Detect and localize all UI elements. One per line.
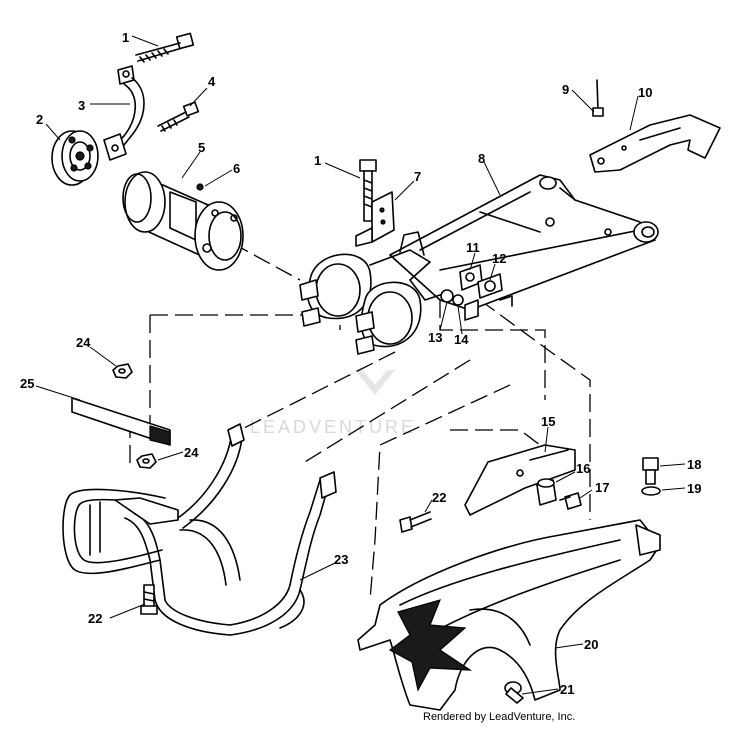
callout-22-right: 22 bbox=[432, 490, 446, 505]
callout-16: 16 bbox=[576, 461, 590, 476]
callout-5: 5 bbox=[198, 140, 205, 155]
part-16-spacer bbox=[536, 478, 557, 506]
callout-17: 17 bbox=[595, 480, 609, 495]
callout-labels: 1 2 3 4 5 6 1 7 8 9 10 11 12 13 14 24 25… bbox=[20, 30, 701, 697]
part-3-clamp bbox=[103, 65, 145, 161]
callout-11: 11 bbox=[466, 240, 480, 255]
part-17-bolt bbox=[559, 492, 582, 510]
callout-24-upper: 24 bbox=[76, 335, 91, 350]
part-4-bolt bbox=[157, 101, 200, 132]
part-22-bolt-right bbox=[399, 511, 432, 533]
callout-15: 15 bbox=[541, 414, 555, 429]
part-22-bolt-left bbox=[140, 584, 158, 615]
credit-text: Rendered by LeadVenture, Inc. bbox=[423, 711, 576, 723]
part-19-washer bbox=[641, 486, 661, 496]
callout-24-lower: 24 bbox=[184, 445, 199, 460]
callout-18: 18 bbox=[687, 457, 701, 472]
part-9-screw bbox=[592, 79, 604, 117]
part-25-plate bbox=[71, 397, 171, 446]
callout-14: 14 bbox=[454, 332, 469, 347]
part-5-roller bbox=[122, 171, 244, 271]
callout-20: 20 bbox=[584, 637, 598, 652]
part-2-bearing bbox=[51, 130, 99, 186]
callout-1-upper: 1 bbox=[122, 30, 129, 45]
watermark-text: LEADVENTURE bbox=[250, 417, 416, 437]
callout-10: 10 bbox=[638, 85, 652, 100]
part-15-bracket bbox=[464, 444, 576, 516]
callout-22-left: 22 bbox=[88, 611, 102, 626]
part-21-plug bbox=[504, 681, 524, 704]
part-8-swing-arm bbox=[389, 174, 659, 311]
callout-23: 23 bbox=[334, 552, 348, 567]
callout-7: 7 bbox=[414, 169, 421, 184]
parts-11-14-fittings bbox=[440, 264, 513, 321]
part-1-bolt-upper bbox=[135, 32, 195, 63]
leader-lines bbox=[35, 35, 686, 695]
part-6-screw bbox=[196, 183, 204, 191]
callout-3: 3 bbox=[78, 98, 85, 113]
callout-4: 4 bbox=[208, 74, 216, 89]
arm-clamp-hoops bbox=[299, 231, 441, 355]
part-24-nut-lower bbox=[136, 453, 157, 469]
callout-2: 2 bbox=[36, 112, 43, 127]
callout-9: 9 bbox=[562, 82, 569, 97]
callout-21: 21 bbox=[560, 682, 574, 697]
part-10-strap bbox=[589, 114, 721, 173]
callout-8: 8 bbox=[478, 151, 485, 166]
part-7-bracket bbox=[355, 191, 395, 247]
part-18-bolt bbox=[642, 457, 659, 485]
part-20-chain-guard bbox=[357, 519, 661, 711]
callout-25: 25 bbox=[20, 376, 34, 391]
callout-6: 6 bbox=[233, 161, 240, 176]
part-24-nut-upper bbox=[112, 363, 133, 379]
callout-1-middle: 1 bbox=[314, 153, 321, 168]
callout-13: 13 bbox=[428, 330, 442, 345]
callout-12: 12 bbox=[492, 251, 506, 266]
part-23-bumper bbox=[62, 423, 337, 636]
watermark: LEADVENTURE bbox=[250, 370, 416, 437]
callout-19: 19 bbox=[687, 481, 701, 496]
part-1-bolt-middle bbox=[359, 159, 377, 222]
